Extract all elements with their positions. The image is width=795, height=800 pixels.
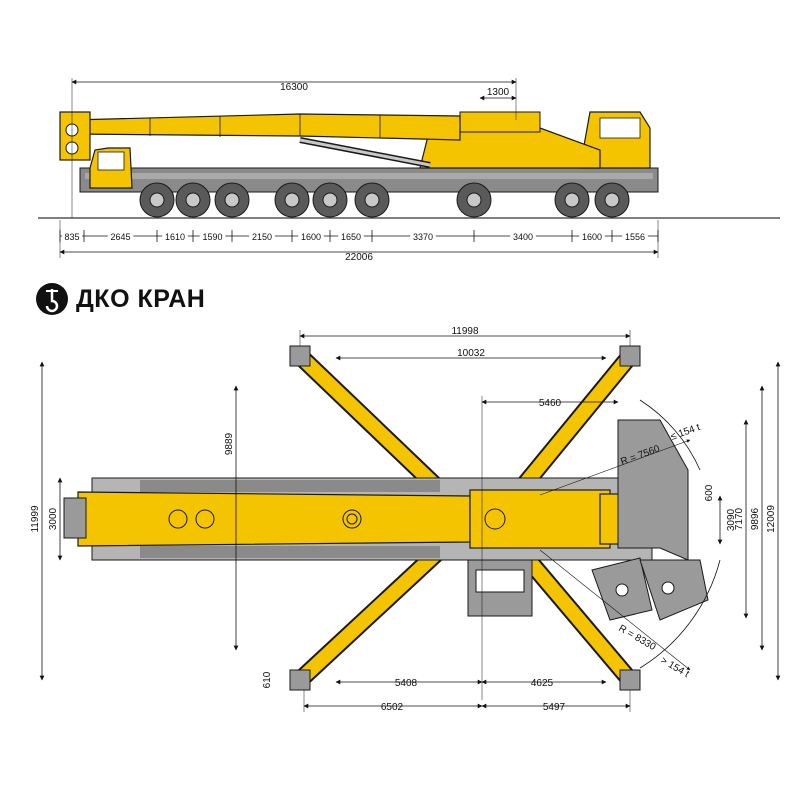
outrigger-pads (289, 345, 641, 691)
wheel-hub (604, 192, 620, 208)
swing-radius-arc-lower (639, 559, 721, 669)
axle-spacing-label: 1600 (301, 232, 321, 242)
dim-7170: 7170 (734, 507, 745, 530)
dim-outrigger-span-long: 11998 (451, 326, 479, 337)
side-view: 16300 1300 22006 835 2645 1610 1590 2150 1600… (38, 78, 780, 263)
axle-label-bg (162, 230, 188, 242)
load-154-lower: > 154 t (659, 655, 691, 680)
axle-spacing-label: 2150 (252, 232, 272, 242)
dim-outrigger-height: 9889 (224, 432, 235, 455)
top-dimensions: 11998 10032 5460 9889 11999 3000 R = 7 (30, 326, 781, 713)
outrigger-arms (293, 349, 637, 687)
axle-label-bg (298, 230, 324, 242)
dim-5408: 5408 (395, 678, 418, 689)
axle-spacing-label: 1590 (202, 232, 222, 242)
axle-label-bg (510, 230, 536, 242)
turret (469, 489, 611, 549)
dim-width-3000: 3000 (48, 507, 59, 530)
dim-outrigger-span-mid: 10032 (457, 348, 485, 359)
load-154-upper: ≤ 154 t (669, 422, 702, 443)
wheel-hub (149, 192, 165, 208)
wheel-hub (564, 192, 580, 208)
axle-spacing-label: 1610 (165, 232, 185, 242)
dim-3090: 3090 (726, 508, 737, 531)
side-dimensions: 16300 1300 22006 835 2645 1610 1590 2150 1600… (59, 78, 659, 263)
dim-boom-length: 16300 (280, 82, 308, 93)
wheel-hub (224, 192, 240, 208)
dim-hook-offset: 1300 (487, 87, 510, 98)
axle-spacing-label: 3400 (513, 232, 533, 242)
axle-spacing-label: 2645 (110, 232, 130, 242)
telescopic-boom (71, 113, 461, 141)
axle-label-bg (622, 230, 648, 242)
axle-label-bg (61, 230, 83, 242)
axle-spacing-label: 1556 (625, 232, 645, 242)
dim-4625: 4625 (531, 678, 554, 689)
dim-6502: 6502 (381, 702, 404, 713)
dim-610: 610 (262, 671, 273, 688)
axle-spacing-label: 1650 (341, 232, 361, 242)
dim-width-11999: 11999 (30, 505, 41, 533)
boom-top (77, 491, 471, 547)
swing-radius-arc-upper (639, 399, 701, 471)
dim-total-length: 22006 (345, 252, 373, 263)
dim-9896: 9896 (750, 507, 761, 530)
axle-label-bg (579, 230, 605, 242)
axle-label-bg (199, 230, 226, 242)
dim-12009: 12009 (766, 505, 777, 533)
wheel-hub (364, 192, 380, 208)
top-view: 11998 10032 5460 9889 11999 3000 R = 7 (30, 326, 781, 713)
brand-name: ДКО КРАН (76, 284, 206, 313)
side-wheels (139, 182, 630, 218)
axle-label-bg (107, 230, 134, 242)
wheel-hub (322, 192, 338, 208)
axle-spacing-label: 835 (64, 232, 79, 242)
wheel-hub (466, 192, 482, 208)
axle-label-bg (249, 230, 275, 242)
dim-counterweight-offset: 5460 (539, 398, 562, 409)
brand-logo: ДКО КРАН (36, 282, 205, 316)
wheel-hub (185, 192, 201, 208)
axle-label-bg (410, 230, 436, 242)
wheel-hub (284, 192, 300, 208)
dim-600: 600 (704, 484, 715, 501)
axle-spacing-label: 3370 (413, 232, 433, 242)
crane-hook-logo-icon (36, 283, 68, 315)
dim-5497: 5497 (543, 702, 566, 713)
axle-label-bg (338, 230, 364, 242)
axle-spacing-label: 1600 (582, 232, 602, 242)
